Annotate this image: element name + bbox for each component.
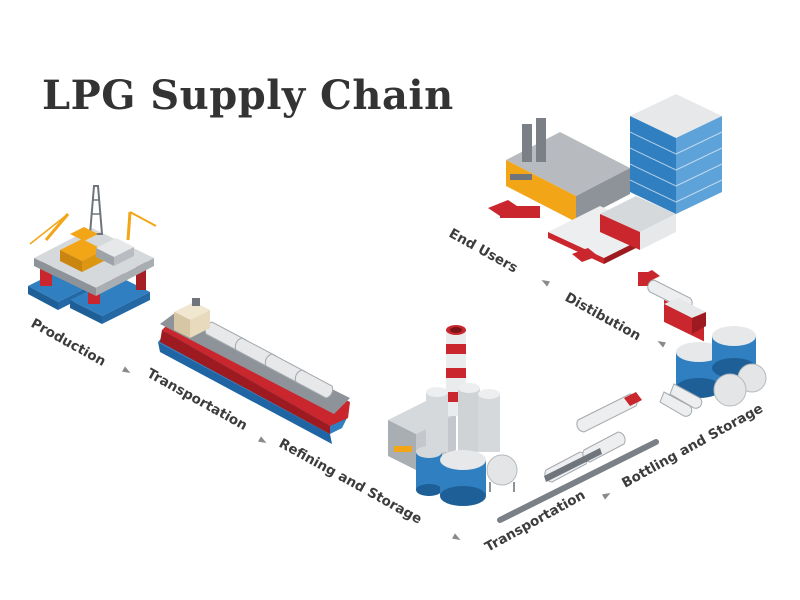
arrow-icon: [122, 366, 131, 373]
arrow-icon: [258, 436, 267, 443]
arrow-icon: [602, 493, 611, 500]
stage-label-end-users: End Users: [446, 226, 520, 277]
factory-office-gas-station-icon: [488, 94, 723, 264]
arrow-icon: [657, 341, 666, 348]
rail-tank-cars-icon: [497, 392, 659, 523]
svg-text:End Users: End Users: [446, 226, 520, 277]
lpg-tanker-ship-icon: [158, 298, 350, 444]
stage-label-bottling: Bottling and Storage: [619, 401, 766, 492]
refinery-icon: [388, 325, 518, 506]
storage-tanks-icon: [659, 326, 767, 417]
arrow-icon: [541, 280, 550, 287]
svg-text:Bottling and Storage: Bottling and Storage: [619, 401, 766, 492]
stage-label-production: Production: [28, 316, 108, 370]
stage-label-distribution: Distibution: [562, 290, 643, 345]
offshore-platform-icon: [28, 185, 157, 324]
tank-trucks-icon: [638, 270, 706, 342]
svg-text:Production: Production: [28, 316, 108, 370]
arrow-icon: [452, 533, 461, 540]
page-title: LPG Supply Chain: [42, 72, 454, 119]
svg-text:Distibution: Distibution: [562, 290, 643, 345]
